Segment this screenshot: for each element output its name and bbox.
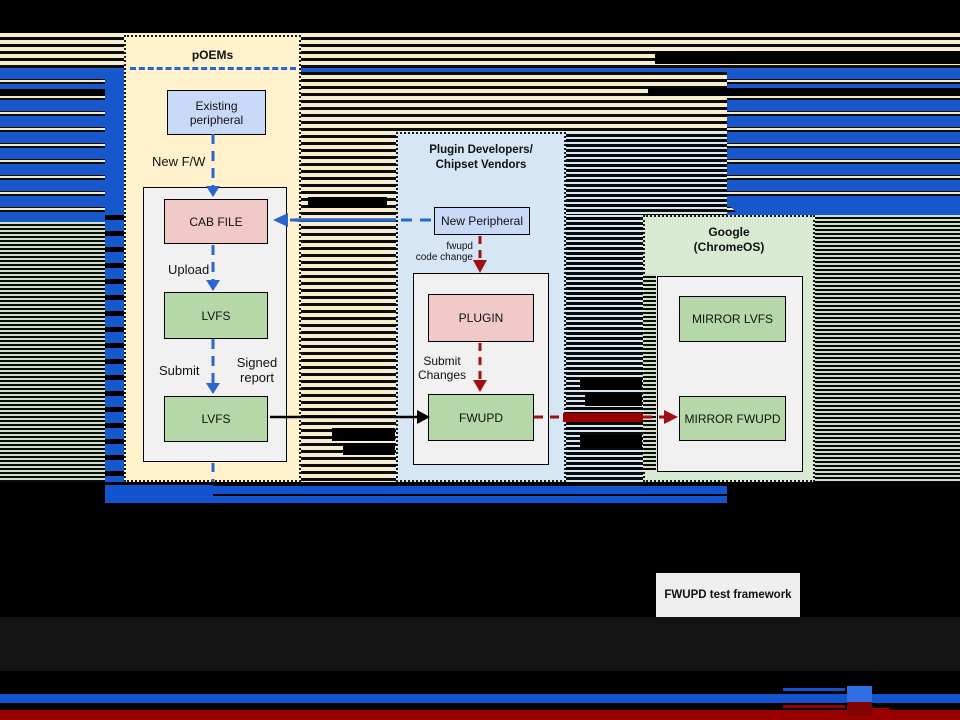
glitch-blue-square (847, 686, 872, 703)
glitch-blue-block-left (105, 485, 213, 503)
box-plugin: PLUGIN (428, 294, 534, 342)
box-mirror-fwupd: MIRROR FWUPD (679, 396, 786, 441)
label-submit-changes: Submit Changes (417, 354, 467, 382)
redaction-bar-mid (308, 197, 387, 208)
glitch-lightblue-stripes-upper (566, 132, 727, 215)
glitch-blue-bottom-bar (0, 694, 960, 703)
glitch-red-thick-bar (563, 413, 643, 422)
glitch-green-stripes-left (0, 222, 105, 482)
panel-google-title-line2: (ChromeOS) (693, 240, 765, 254)
box-fwupd: FWUPD (428, 394, 534, 441)
label-submit: Submit (159, 363, 200, 378)
label-fwupd-code-change: fwupd code change (415, 241, 473, 263)
glitch-black-band-left (0, 89, 107, 96)
redaction-bar-right-1 (580, 378, 642, 390)
glitch-blue-line-top-right (301, 68, 960, 72)
panel-google-title-line1: Google (708, 225, 750, 239)
redaction-bar-right-3 (580, 435, 642, 448)
glitch-blue-squares-column (105, 215, 124, 482)
glitch-gray-band (0, 617, 960, 671)
panel-google: Google (ChromeOS) MIRROR LVFS MIRROR FWU… (643, 215, 815, 482)
panel-plugin-developers: Plugin Developers/ Chipset Vendors New P… (396, 132, 566, 482)
box-mirror-lvfs: MIRROR LVFS (679, 296, 786, 342)
glitch-blue-thin-line (783, 688, 845, 691)
redaction-bar-right-2 (585, 393, 642, 406)
panel-poems: pOEMs Existing peripheral CAB FILE LVFS … (124, 35, 301, 482)
label-upload: Upload (168, 262, 210, 277)
glitch-blue-line-top-left (0, 68, 124, 72)
panel-poems-title: pOEMs (191, 48, 234, 62)
poems-top-dashed-line (130, 67, 296, 70)
glitch-google-left-margin (644, 274, 656, 470)
redaction-bar-top-a (655, 51, 960, 64)
glitch-red-bottom-bar (0, 710, 960, 720)
redaction-bar-left-1 (332, 428, 395, 441)
box-lvfs-lower: LVFS (164, 396, 268, 442)
label-new-fw: New F/W (152, 154, 206, 169)
panel-plugin-title-line1: Plugin Developers/ (429, 144, 533, 156)
box-new-peripheral: New Peripheral (434, 207, 530, 235)
glitch-cream-stripes-mid (301, 68, 396, 482)
glitch-blue-row-1 (212, 486, 727, 494)
redaction-bar-left-2 (343, 443, 395, 455)
label-signed-report: Signed report (236, 355, 278, 385)
box-fwupd-test-framework: FWUPD test framework (656, 573, 800, 617)
box-existing-peripheral: Existing peripheral (167, 90, 266, 135)
glitch-blue-column (105, 68, 124, 215)
glitch-cream-stripes-upper-mid (396, 68, 727, 132)
glitch-blue-row-2 (212, 496, 727, 503)
glitch-red-thin-line (783, 705, 845, 708)
glitch-blue-funnel (727, 203, 960, 215)
box-cab-file: CAB FILE (164, 199, 268, 244)
redaction-bar-top-b (648, 88, 960, 96)
box-lvfs-upper: LVFS (164, 292, 268, 339)
panel-plugin-title-line2: Chipset Vendors (435, 159, 527, 171)
glitch-dark-red-square (847, 702, 872, 716)
glitch-green-stripes-right (815, 215, 960, 482)
